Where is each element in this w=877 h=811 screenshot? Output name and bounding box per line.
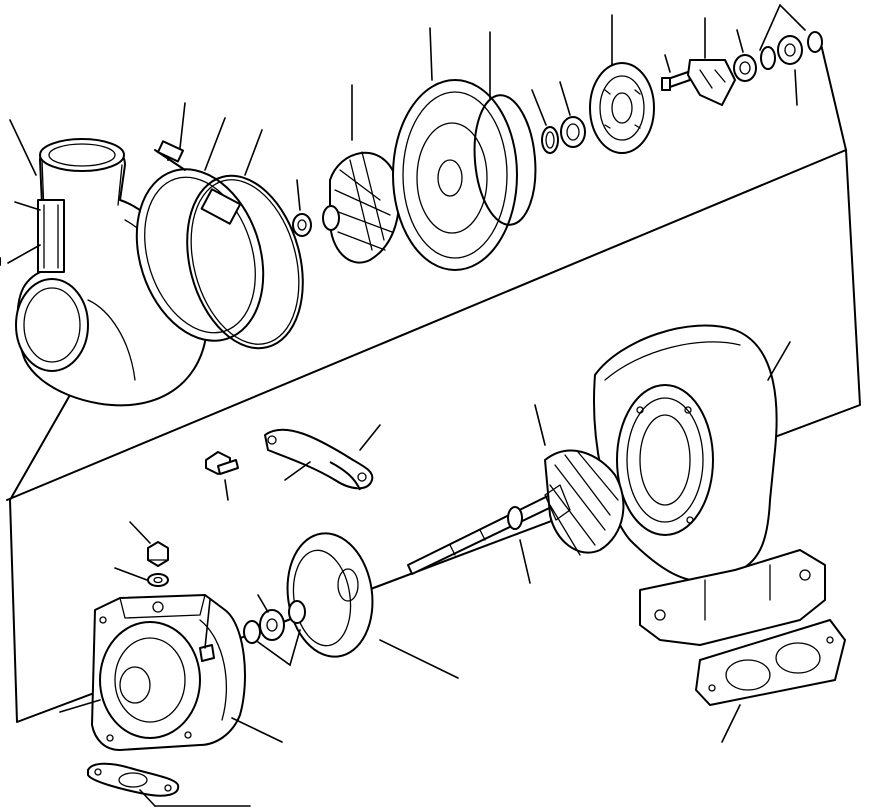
thrust-spacer bbox=[760, 46, 776, 70]
group-boundary-outline bbox=[0, 39, 861, 723]
leader-line bbox=[759, 3, 806, 51]
turbine-housing bbox=[593, 324, 826, 646]
leader-line bbox=[9, 119, 37, 176]
sleeve bbox=[777, 35, 803, 65]
leader-line bbox=[204, 599, 211, 649]
turbine-gasket bbox=[695, 619, 846, 706]
center-housing bbox=[91, 594, 246, 751]
leader-line bbox=[794, 69, 798, 106]
leader-line bbox=[767, 341, 791, 381]
shaft-and-wheel bbox=[407, 449, 625, 575]
washer bbox=[147, 573, 169, 587]
retaining-ring bbox=[243, 600, 306, 644]
heat-shield bbox=[286, 532, 374, 658]
thrust-ring bbox=[733, 54, 757, 82]
leader-line bbox=[284, 461, 311, 481]
leader-line bbox=[359, 424, 381, 451]
v-band-clamp bbox=[135, 140, 265, 342]
oil-drain-gasket bbox=[87, 762, 180, 797]
snap-ring bbox=[807, 31, 823, 53]
leader-line bbox=[664, 54, 671, 73]
leader-line bbox=[59, 699, 101, 713]
thrust-bearing bbox=[589, 62, 655, 154]
thrust-collar bbox=[560, 116, 586, 148]
leader-line bbox=[559, 81, 571, 116]
plug bbox=[147, 541, 169, 567]
leader-line bbox=[14, 201, 41, 211]
backplate-seal-plate bbox=[392, 79, 537, 271]
leader-line bbox=[531, 89, 547, 126]
leader-line bbox=[736, 29, 744, 53]
leader-line bbox=[257, 594, 269, 613]
leader-line bbox=[231, 717, 283, 743]
seal-ring bbox=[541, 126, 559, 154]
leader-line bbox=[114, 567, 148, 581]
leader-line bbox=[139, 789, 156, 807]
bracket bbox=[687, 59, 736, 106]
bearing bbox=[259, 609, 285, 641]
leader-line bbox=[721, 704, 741, 743]
leader-line bbox=[224, 479, 229, 501]
leader-line bbox=[257, 629, 301, 667]
lock-plate bbox=[264, 428, 374, 491]
leader-line bbox=[519, 539, 531, 584]
o-ring-large bbox=[186, 174, 304, 350]
leader-line bbox=[129, 521, 151, 544]
leader-line bbox=[296, 179, 301, 211]
compressor-housing bbox=[15, 138, 209, 407]
leader-line bbox=[7, 244, 41, 264]
leader-line bbox=[179, 102, 186, 149]
wheel-nut bbox=[292, 213, 312, 237]
leader-line bbox=[429, 27, 433, 81]
leader-line bbox=[379, 639, 459, 679]
cap-screw bbox=[205, 451, 239, 475]
bolt bbox=[661, 71, 691, 91]
leader-line bbox=[204, 117, 226, 171]
piston-ring bbox=[507, 506, 523, 530]
leader-line bbox=[244, 129, 263, 176]
compressor-wheel bbox=[322, 151, 400, 264]
leader-line bbox=[534, 404, 546, 446]
